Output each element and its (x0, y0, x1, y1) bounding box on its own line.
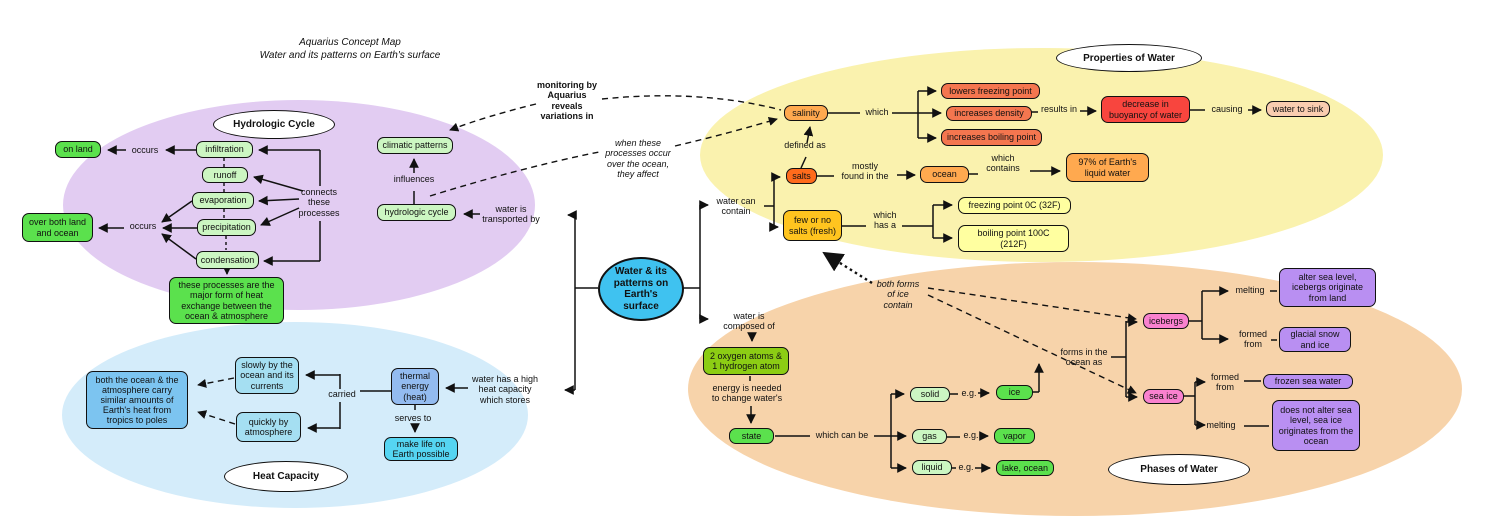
node-vapor: vapor (994, 428, 1035, 444)
edge-label-serves-to: serves to (394, 413, 432, 423)
node-glacial-snow-ice: glacial snow and ice (1279, 327, 1351, 352)
node-solid: solid (910, 387, 950, 402)
edge-label-water-can-contain: water can contain (716, 196, 756, 217)
region-title-heat-capacity: Heat Capacity (224, 461, 348, 492)
edge-label-when-these-processes: when these processes occur over the ocea… (605, 138, 671, 179)
node-make-life-possible: make life on Earth possible (384, 437, 458, 461)
node-infiltration: infiltration (196, 141, 253, 158)
node-97-percent-liquid-water: 97% of Earth's liquid water (1066, 153, 1149, 182)
node-few-or-no-salts: few or no salts (fresh) (783, 210, 842, 241)
edge-label-formed-from-1: formed from (1238, 329, 1267, 350)
node-slowly-by-ocean: slowly by the ocean and its currents (235, 357, 299, 394)
node-boiling-point: boiling point 100C (212F) (958, 225, 1069, 252)
edge-label-transported-by: water is transported by (482, 204, 540, 225)
node-lowers-freezing-point: lowers freezing point (941, 83, 1040, 99)
edge-label-melting-1: melting (1235, 285, 1265, 295)
edge-label-which-contains: which contains (986, 153, 1020, 174)
node-quickly-by-atmosphere: quickly by atmosphere (236, 412, 301, 442)
node-ocean: ocean (920, 166, 969, 183)
node-salinity: salinity (784, 105, 828, 121)
node-freezing-point: freezing point 0C (32F) (958, 197, 1071, 214)
node-thermal-energy: thermal energy (heat) (391, 368, 439, 405)
edge-label-composed-of: water is composed of (723, 311, 775, 332)
edge-label-monitoring-by-aquarius: monitoring by Aquarius reveals variation… (537, 80, 597, 121)
node-sea-ice: sea ice (1143, 389, 1184, 404)
node-frozen-sea-water: frozen sea water (1263, 374, 1353, 389)
node-alter-sea-level: alter sea level, icebergs originate from… (1279, 268, 1376, 307)
node-runoff: runoff (202, 167, 248, 183)
edge-label-formed-from-2: formed from (1210, 372, 1239, 393)
region-title-properties-of-water: Properties of Water (1056, 44, 1202, 72)
edge-label-connects-these-processes: connects these processes (298, 187, 340, 218)
node-ocean-atmosphere-heat: both the ocean & the atmosphere carry si… (86, 371, 188, 429)
edge-label-influences: influences (393, 174, 435, 184)
node-hydrologic-cycle: hydrologic cycle (377, 204, 456, 221)
region-title-hydrologic-cycle: Hydrologic Cycle (213, 110, 335, 139)
edge-label-causing: causing (1211, 104, 1243, 114)
node-increases-boiling-point: increases boiling point (941, 129, 1042, 146)
node-decrease-buoyancy: decrease in buoyancy of water (1101, 96, 1190, 123)
edge-label-which-can-be: which can be (815, 430, 869, 440)
node-evaporation: evaporation (192, 192, 254, 209)
node-water-to-sink: water to sink (1266, 101, 1330, 117)
edge-label-mostly-found: mostly found in the (841, 161, 889, 182)
node-precipitation: precipitation (197, 219, 256, 236)
node-climatic-patterns: climatic patterns (377, 137, 453, 154)
node-lake-ocean: lake, ocean (996, 460, 1054, 476)
node-oxygen-hydrogen-atoms: 2 oxygen atoms & 1 hydrogen atom (703, 347, 789, 375)
node-processes-heat-exchange: these processes are the major form of he… (169, 277, 284, 324)
edge-label-eg-2: e.g. (963, 430, 979, 440)
node-icebergs: icebergs (1143, 313, 1189, 329)
node-does-not-alter-sea-level: does not alter sea level, sea ice origin… (1272, 400, 1360, 451)
edge-label-which-has-a: which has a (873, 210, 897, 231)
edge-label-energy-needed: energy is needed to change water's (711, 383, 783, 404)
edge-label-forms-in-ocean: forms in the ocean as (1060, 347, 1108, 368)
edge-label-occurs-2: occurs (129, 221, 157, 231)
edge-label-results-in: results in (1040, 104, 1077, 114)
central-node-water-patterns: Water & its patterns on Earth's surface (598, 257, 684, 321)
edge-label-high-heat-capacity: water has a high heat capacity which sto… (471, 374, 539, 405)
node-over-both-land-ocean: over both land and ocean (22, 213, 93, 242)
edge-label-eg-1: e.g. (961, 388, 977, 398)
node-state: state (729, 428, 774, 444)
node-increases-density: increases density (946, 106, 1032, 121)
edge-label-carried: carried (328, 389, 356, 399)
edge-label-melting-2: melting (1206, 420, 1236, 430)
edge-label-which: which (865, 107, 889, 117)
edge-label-eg-3: e.g. (958, 462, 974, 472)
node-gas: gas (912, 429, 947, 444)
node-ice: ice (996, 385, 1033, 400)
node-condensation: condensation (196, 251, 259, 269)
edge-label-occurs-1: occurs (131, 145, 159, 155)
node-on-land: on land (55, 141, 101, 158)
region-title-phases-of-water: Phases of Water (1108, 454, 1250, 485)
edge-label-both-forms-of-ice: both forms of ice contain (876, 279, 920, 310)
edge-label-defined-as: defined as (784, 140, 826, 150)
node-salts: salts (786, 168, 817, 184)
map-title: Aquarius Concept Map Water and its patte… (259, 37, 441, 61)
node-liquid: liquid (912, 460, 952, 475)
